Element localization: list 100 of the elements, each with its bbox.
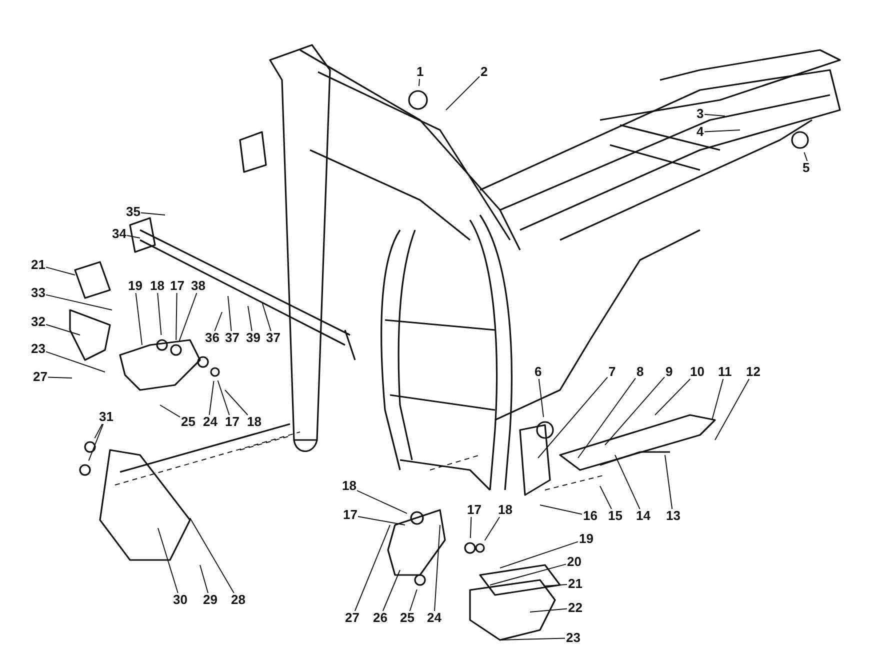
callout-number: 28 bbox=[230, 593, 246, 607]
leader-line bbox=[600, 486, 612, 510]
leader-line bbox=[530, 608, 568, 612]
leader-line bbox=[140, 212, 166, 216]
callout-number: 23 bbox=[565, 631, 582, 645]
leader-line bbox=[200, 564, 208, 594]
leader-line bbox=[382, 570, 400, 612]
callout-number: 34 bbox=[111, 227, 128, 241]
callout-number: 18 bbox=[497, 503, 514, 517]
leader-line bbox=[714, 378, 750, 440]
callout-number: 2 bbox=[480, 65, 489, 79]
leader-line bbox=[46, 324, 80, 336]
leader-line bbox=[135, 292, 142, 346]
callout-number: 35 bbox=[125, 205, 142, 219]
callout-number: 9 bbox=[664, 365, 674, 379]
leader-line bbox=[538, 376, 608, 458]
callout-number: 36 bbox=[204, 331, 220, 345]
leader-line bbox=[654, 378, 691, 416]
leader-line bbox=[262, 302, 272, 332]
callout-number: 32 bbox=[30, 315, 46, 329]
leader-line bbox=[490, 564, 566, 586]
leader-line bbox=[217, 380, 230, 416]
leader-line bbox=[604, 376, 665, 446]
callout-number: 18 bbox=[341, 479, 358, 493]
leader-line bbox=[704, 114, 726, 116]
callout-number: 38 bbox=[190, 279, 206, 293]
leader-line bbox=[540, 504, 582, 515]
leader-line bbox=[94, 424, 103, 439]
callout-number: 39 bbox=[245, 331, 262, 345]
callout-number: 19 bbox=[578, 532, 594, 546]
leader-line bbox=[228, 296, 232, 332]
leader-line bbox=[208, 380, 214, 416]
callout-number: 37 bbox=[224, 331, 240, 345]
callout-number: 5 bbox=[802, 161, 811, 175]
callout-number: 4 bbox=[696, 125, 705, 139]
leader-line bbox=[48, 376, 72, 378]
callout-number: 10 bbox=[689, 365, 706, 379]
callout-number: 8 bbox=[636, 365, 645, 379]
leader-line bbox=[704, 130, 740, 132]
leader-line bbox=[418, 78, 420, 86]
leader-line bbox=[434, 524, 440, 612]
leader-line bbox=[538, 378, 544, 418]
leader-line bbox=[500, 541, 578, 568]
callout-number: 12 bbox=[745, 365, 762, 379]
leader-line bbox=[46, 351, 106, 372]
callout-number: 29 bbox=[202, 593, 218, 607]
leader-line bbox=[126, 235, 140, 238]
leader-line bbox=[446, 76, 480, 110]
leader-line bbox=[178, 292, 198, 342]
callout-number: 26 bbox=[372, 611, 388, 625]
callout-number: 17 bbox=[169, 279, 186, 293]
callout-number: 15 bbox=[607, 509, 624, 523]
callout-number: 27 bbox=[344, 611, 360, 625]
callout-number: 20 bbox=[566, 555, 582, 569]
leader-line bbox=[176, 292, 178, 340]
callout-number: 24 bbox=[202, 415, 218, 429]
leader-line bbox=[470, 516, 472, 538]
callout-number: 25 bbox=[399, 611, 416, 625]
callout-number: 17 bbox=[466, 503, 482, 517]
leader-line bbox=[88, 424, 104, 462]
callout-number: 11 bbox=[717, 365, 733, 379]
callout-number: 17 bbox=[342, 508, 358, 522]
callout-number: 18 bbox=[149, 279, 166, 293]
leader-line bbox=[190, 518, 234, 594]
leader-line bbox=[160, 404, 180, 418]
callout-number: 13 bbox=[665, 509, 682, 523]
callout-number: 30 bbox=[172, 593, 188, 607]
leader-line bbox=[214, 312, 222, 332]
leader-line bbox=[157, 292, 162, 336]
callout-number: 1 bbox=[416, 65, 425, 79]
callout-number: 25 bbox=[180, 415, 196, 429]
leader-line bbox=[544, 584, 568, 586]
callout-number: 21 bbox=[567, 577, 584, 591]
leader-line bbox=[356, 490, 408, 514]
leader-line bbox=[248, 306, 252, 332]
leader-line bbox=[358, 516, 406, 526]
callout-number: 17 bbox=[224, 415, 240, 429]
leader-line bbox=[354, 524, 390, 612]
callout-number: 22 bbox=[567, 601, 584, 615]
callout-number: 23 bbox=[30, 342, 46, 356]
callout-number: 31 bbox=[98, 410, 114, 424]
callout-number: 27 bbox=[32, 370, 48, 384]
callout-number: 18 bbox=[246, 415, 262, 429]
callout-number: 37 bbox=[265, 331, 282, 345]
leader-line bbox=[46, 294, 112, 310]
callout-number: 21 bbox=[30, 258, 46, 272]
callout-number: 24 bbox=[426, 611, 442, 625]
callout-number: 33 bbox=[30, 286, 46, 300]
callout-number: 3 bbox=[696, 107, 705, 121]
leader-line bbox=[578, 378, 636, 458]
leader-line bbox=[500, 638, 566, 640]
leader-line bbox=[804, 152, 808, 162]
leader-line bbox=[484, 516, 500, 541]
callout-number: 16 bbox=[582, 509, 598, 523]
callout-number: 14 bbox=[635, 509, 652, 523]
leader-line bbox=[614, 454, 640, 510]
leader-line bbox=[46, 266, 76, 276]
leader-line bbox=[664, 454, 673, 510]
callout-number: 19 bbox=[127, 279, 144, 293]
leader-line bbox=[224, 390, 248, 416]
